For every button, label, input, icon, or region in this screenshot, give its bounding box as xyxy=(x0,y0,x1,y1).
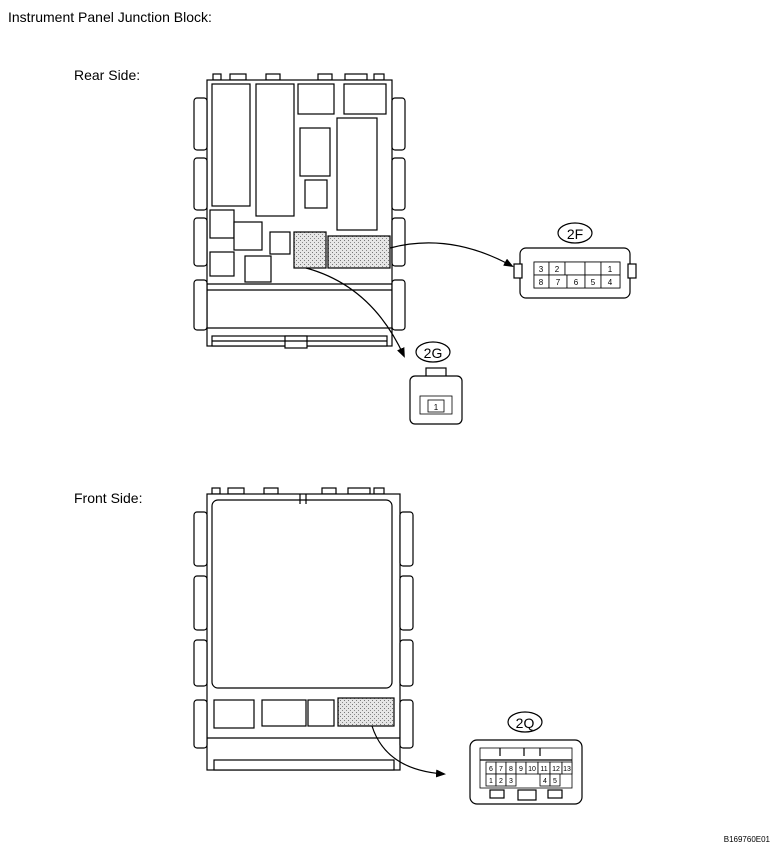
connector-2Q-location xyxy=(337,697,395,727)
pin-2Q-2: 2 xyxy=(499,778,503,785)
pin-2Q-11: 11 xyxy=(540,766,547,773)
pin-2Q-12: 12 xyxy=(552,766,560,773)
arrow-to-2G xyxy=(305,267,405,358)
front-junction-block xyxy=(193,487,414,771)
front-side-label: Front Side: xyxy=(74,490,143,506)
pin-2G-1: 1 xyxy=(434,403,439,412)
pin-2F-2: 2 xyxy=(555,265,560,274)
diagram-title: Instrument Panel Junction Block: xyxy=(8,9,212,25)
pin-2Q-8: 8 xyxy=(509,766,513,773)
pin-2Q-7: 7 xyxy=(499,766,503,773)
arrow-to-2F xyxy=(389,242,514,267)
connector-2G-location xyxy=(293,231,327,269)
connector-2F-badge xyxy=(557,222,593,244)
rear-junction-block xyxy=(193,73,406,349)
connector-2Q: 2Q 6 7 8 9 10 11 12 13 xyxy=(469,711,583,805)
connector-2F-location xyxy=(327,235,391,269)
pin-2Q-5: 5 xyxy=(553,778,557,785)
pin-2Q-6: 6 xyxy=(489,766,493,773)
pin-2F-1: 1 xyxy=(608,265,613,274)
connector-2G-id: 2G xyxy=(424,345,443,361)
arrow-to-2Q xyxy=(371,725,446,778)
connector-2G-badge xyxy=(415,341,451,363)
pin-2F-7: 7 xyxy=(556,278,561,287)
connector-2F-id: 2F xyxy=(567,226,583,242)
connector-2Q-badge xyxy=(507,711,543,733)
pin-2F-3: 3 xyxy=(539,265,544,274)
pin-2Q-4: 4 xyxy=(543,778,547,785)
connector-2G: 2G 1 xyxy=(409,341,463,425)
pin-2F-6: 6 xyxy=(574,278,579,287)
pin-2Q-13: 13 xyxy=(563,766,571,773)
connector-2F: 2F 3 2 1 8 7 6 5 4 xyxy=(513,222,637,299)
pin-2F-4: 4 xyxy=(608,278,613,287)
connector-2Q-id: 2Q xyxy=(516,715,535,731)
pin-2Q-3: 3 xyxy=(509,778,513,785)
pin-2Q-9: 9 xyxy=(519,766,523,773)
pin-2F-8: 8 xyxy=(539,278,544,287)
reference-code: B169760E01 xyxy=(723,835,770,844)
pin-2Q-1: 1 xyxy=(489,778,493,785)
pin-2Q-10: 10 xyxy=(528,766,536,773)
pin-2F-5: 5 xyxy=(591,278,596,287)
rear-side-label: Rear Side: xyxy=(74,67,141,83)
